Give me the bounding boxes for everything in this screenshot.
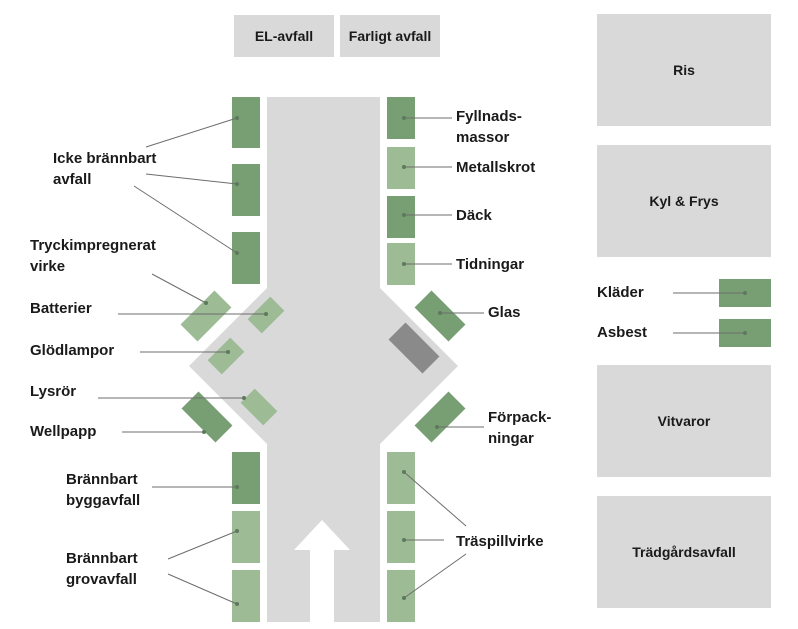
container-lysror [240,388,278,426]
farligt-avfall-box: Farligt avfall [340,15,440,57]
container-traspillvirke-2 [387,511,415,563]
label-line: Fyllnads- [456,108,522,125]
label-line: Tryckimpregnerat [30,237,156,254]
label-line: Brännbart [66,550,138,567]
label-line: virke [30,258,66,275]
kyl-frys-box: Kyl & Frys [597,145,771,257]
container-traspillvirke-3 [387,570,415,622]
label-lysror: Lysrör [30,383,77,400]
container-glas [414,290,466,342]
label-tidningar: Tidningar [456,256,525,273]
container-tryckimpregnerat [180,290,232,342]
container-icke-brannbart-1 [232,97,260,148]
label-line: massor [456,129,510,146]
tradgardsavfall-box: Trädgårdsavfall [597,496,771,608]
label-tryckimpregnerat-virke: Tryckimpregnerat virke [30,235,156,277]
label-fyllnadsmassor: Fyllnads- massor [456,106,522,148]
container-wellpapp [181,391,233,443]
label-forpackningar: Förpack- ningar [488,407,551,449]
vitvaror-box: Vitvaror [597,365,771,477]
container-icke-brannbart-2 [232,164,260,216]
label-line: ningar [488,430,534,447]
label-batterier: Batterier [30,300,92,317]
container-icke-brannbart-3 [232,232,260,284]
label-line: Brännbart [66,471,138,488]
label-metallskrot: Metallskrot [456,159,536,176]
label-line: avfall [53,171,92,188]
label-line: grovavfall [66,571,137,588]
leader-lines [98,117,745,605]
label-traspillvirke: Träspillvirke [456,533,544,550]
label-wellpapp: Wellpapp [30,423,97,440]
label-line: Icke brännbart [53,150,157,167]
ris-box: Ris [597,14,771,126]
driveway-road [189,97,458,622]
label-dack: Däck [456,207,492,224]
container-brannbart-bygg [232,452,260,504]
up-arrow-icon [294,520,350,622]
container-glodlampor [207,337,245,375]
label-brannbart-byggavfall: Brännbart byggavfall [66,469,140,511]
legend-label-klader: Kläder [597,284,644,301]
leader-dots [202,116,747,606]
label-brannbart-grovavfall: Brännbart grovavfall [66,548,138,590]
container-compactor [388,322,440,374]
label-glas: Glas [488,304,521,321]
label-icke-brannbart-avfall: Icke brännbart avfall [53,148,156,190]
label-line: Förpack- [488,409,552,426]
label-glodlampor: Glödlampor [30,342,115,359]
label-line: byggavfall [66,492,141,509]
container-brannbart-grov-1 [232,511,260,563]
legend-label-asbest: Asbest [597,324,648,341]
container-forpackningar [414,391,466,443]
el-avfall-box: EL-avfall [234,15,334,57]
container-metallskrot [387,147,415,189]
container-brannbart-grov-2 [232,570,260,622]
container-dack [387,196,415,238]
